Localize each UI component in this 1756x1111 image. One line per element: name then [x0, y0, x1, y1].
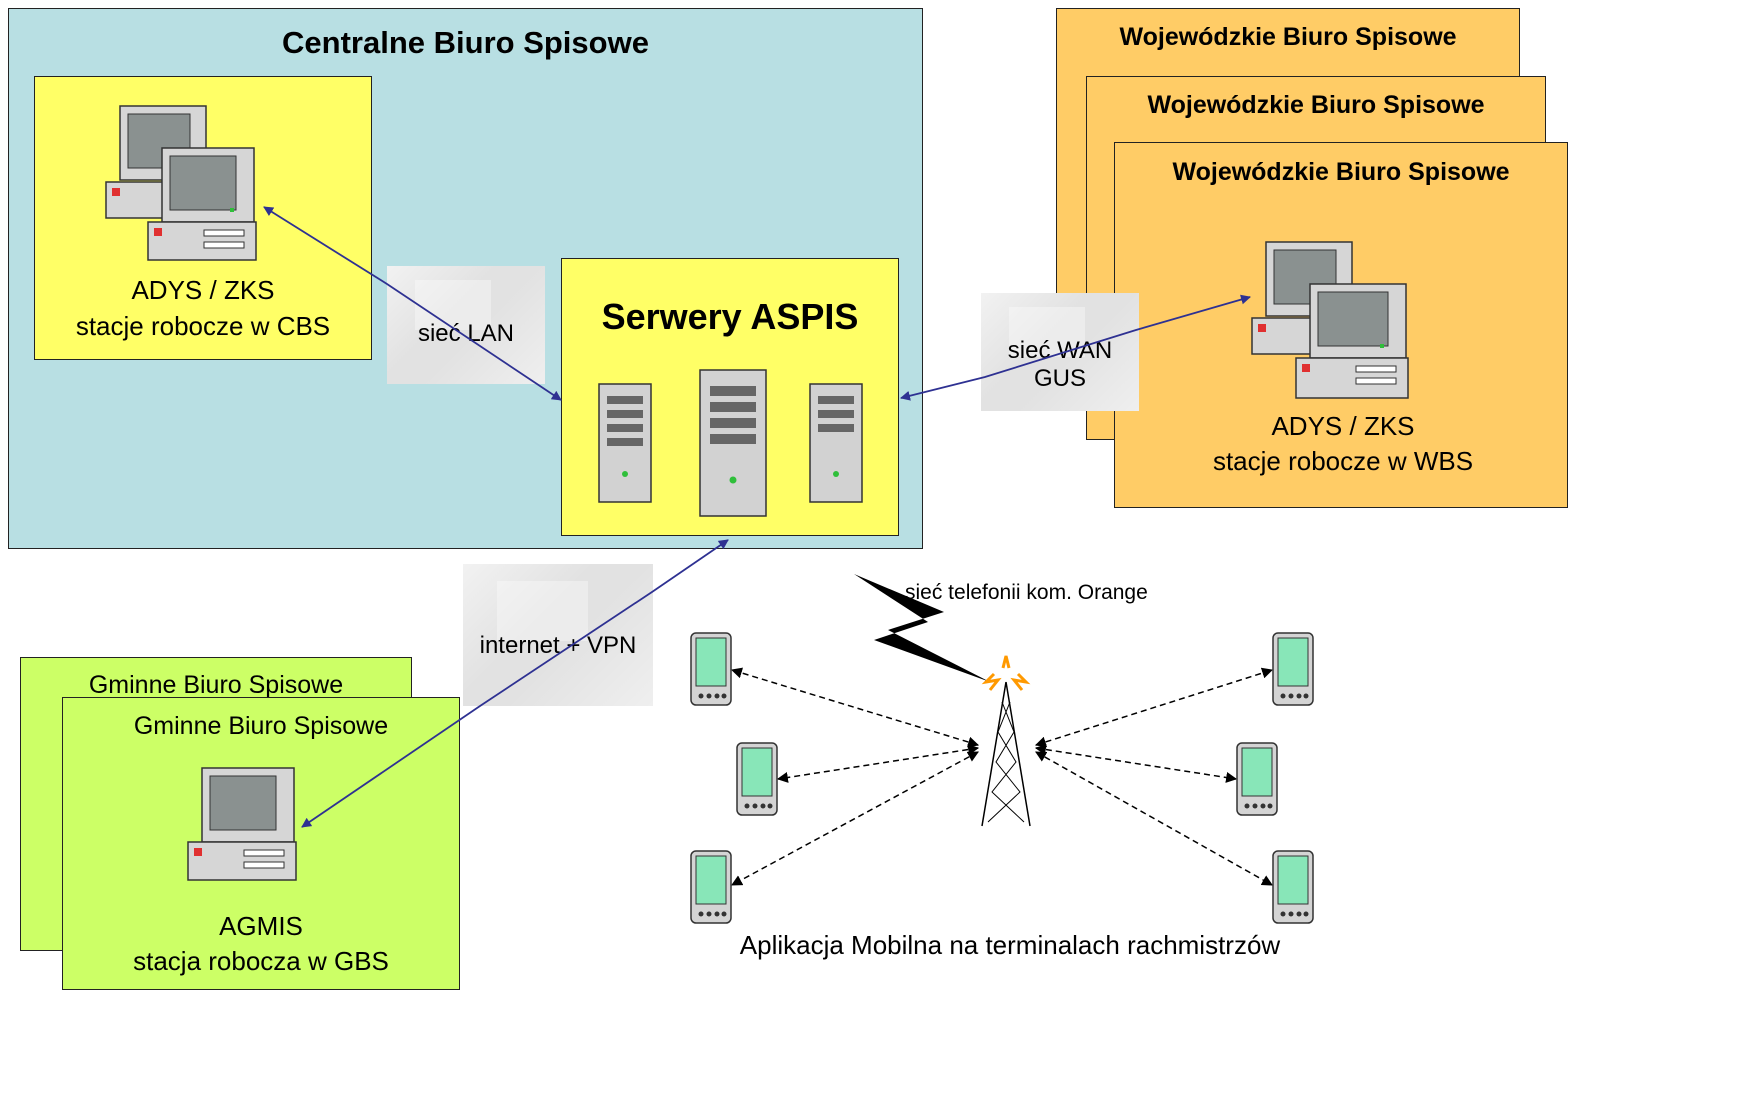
wbs-title-back: Wojewódzkie Biuro Spisowe [1119, 23, 1457, 51]
mobile-app-label: Aplikacja Mobilna na terminalach rachmis… [739, 930, 1281, 960]
radio-link-2 [776, 744, 980, 783]
lan-link [263, 206, 562, 401]
wbs-workstations-label-1: ADYS / ZKS [1271, 411, 1415, 441]
mobile-terminal-icon [1272, 850, 1314, 924]
mobile-terminal-icon [1236, 742, 1278, 816]
radio-tower-icon [981, 655, 1031, 827]
mobile-terminal-icon [690, 632, 732, 706]
wbs-workstations-label-2: stacje robocze w WBS [1212, 446, 1474, 476]
wbs-title-middle: Wojewódzkie Biuro Spisowe [1147, 91, 1485, 119]
mobile-terminal-icon [736, 742, 778, 816]
lightning-bolt-icon [854, 574, 990, 682]
gbs-workstation-label-1: AGMIS [219, 911, 303, 941]
cbs-title: Centralne Biuro Spisowe [282, 25, 649, 60]
server-tower-icon [809, 383, 863, 503]
cbs-workstations-label-1: ADYS / ZKS [131, 275, 275, 305]
internet-link [301, 539, 729, 828]
wan-link [900, 294, 1251, 401]
radio-link-6 [1035, 751, 1273, 886]
mobile-terminal-icon [1272, 632, 1314, 706]
desktop-computer-icon [187, 767, 297, 881]
server-tower-icon [598, 383, 652, 503]
radio-link-4 [1034, 667, 1274, 748]
gbs-title-back: Gminne Biuro Spisowe [88, 671, 344, 699]
radio-link-5 [1034, 744, 1238, 783]
desktop-computer-icon [147, 147, 257, 261]
wbs-title-front: Wojewódzkie Biuro Spisowe [1172, 158, 1510, 186]
radio-link-1 [730, 667, 980, 748]
radio-link-3 [731, 751, 979, 886]
desktop-computer-icon [1295, 283, 1409, 399]
servers-title: Serwery ASPIS [601, 296, 859, 337]
mobile-network-label: sieć telefonii kom. Orange [905, 581, 1148, 604]
mobile-terminal-icon [690, 850, 732, 924]
server-tower-icon [699, 369, 767, 517]
gbs-workstation-label-2: stacja robocza w GBS [133, 946, 389, 976]
